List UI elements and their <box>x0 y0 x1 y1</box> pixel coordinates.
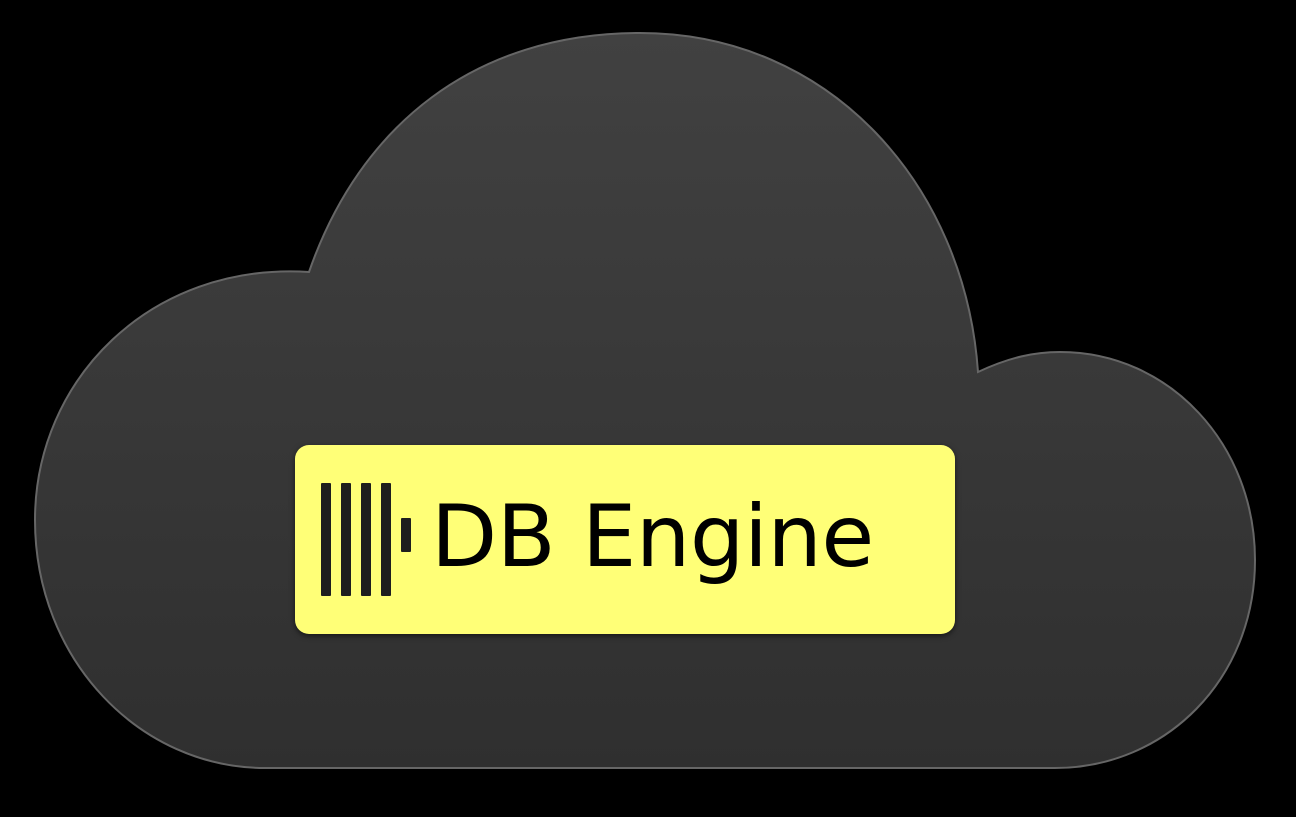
cloud-outline <box>33 31 1257 769</box>
db-engine-badge: DB Engine <box>295 445 955 634</box>
badge-label: DB Engine <box>431 486 874 587</box>
clickhouse-bars-icon <box>321 483 411 596</box>
